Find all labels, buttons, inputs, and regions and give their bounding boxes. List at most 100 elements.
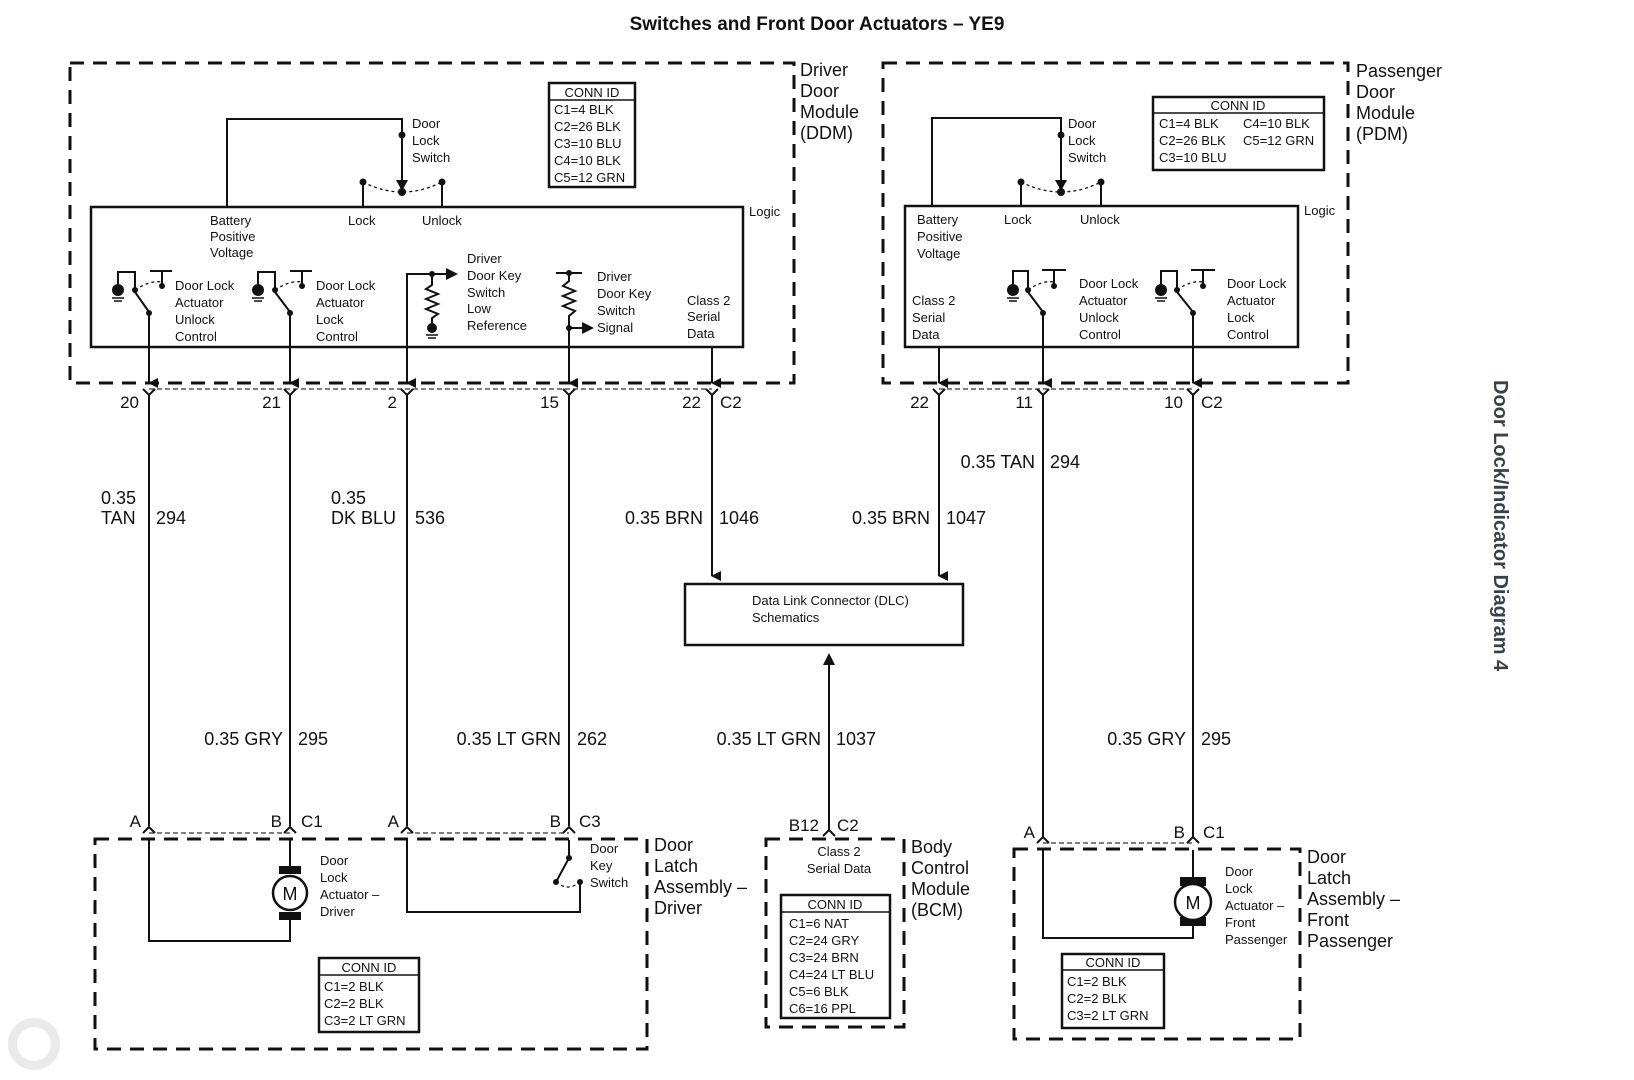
wires <box>148 395 1194 837</box>
svg-text:C4=10 BLK: C4=10 BLK <box>554 153 621 168</box>
svg-text:Door: Door <box>800 81 839 101</box>
svg-text:C2=26 BLK: C2=26 BLK <box>1159 133 1226 148</box>
pdm-lock-label: Lock <box>1004 212 1032 227</box>
svg-text:C3=10 BLU: C3=10 BLU <box>554 136 622 151</box>
svg-text:Driver: Driver <box>320 904 355 919</box>
dlc-box[interactable]: Data Link Connector (DLC) Schematics <box>683 582 965 647</box>
svg-text:Actuator –: Actuator – <box>320 887 380 902</box>
svg-text:Switch: Switch <box>597 303 635 318</box>
svg-text:Serial: Serial <box>687 309 720 324</box>
svg-text:Latch: Latch <box>654 856 698 876</box>
svg-text:C2=2 BLK: C2=2 BLK <box>324 996 384 1011</box>
svg-text:Key: Key <box>590 858 613 873</box>
ddm-conn-id-table: CONN ID C1=4 BLK C2=26 BLK C3=10 BLU C4=… <box>547 81 637 189</box>
driver-latch-conn-id-table: CONN ID C1=2 BLK C2=2 BLK C3=2 LT GRN <box>317 956 421 1034</box>
svg-text:Actuator: Actuator <box>175 295 224 310</box>
svg-text:Driver: Driver <box>467 251 502 266</box>
pin-label: 2 <box>388 393 397 412</box>
svg-text:Door: Door <box>590 841 619 856</box>
svg-text:262: 262 <box>577 729 607 749</box>
svg-text:C5=12 GRN: C5=12 GRN <box>554 170 625 185</box>
pdm-serial-data: Class 2 Serial Data <box>912 293 955 388</box>
svg-text:Door Lock: Door Lock <box>175 278 235 293</box>
svg-text:295: 295 <box>1201 729 1231 749</box>
pdm-module: Passenger Door Module (PDM) CONN ID C1=4… <box>881 61 1442 388</box>
svg-text:Body: Body <box>911 837 952 857</box>
passenger-latch-conn-id-table: CONN ID C1=2 BLK C2=2 BLK C3=2 LT GRN <box>1060 952 1166 1030</box>
svg-text:Serial: Serial <box>912 310 945 325</box>
svg-text:Driver: Driver <box>597 269 632 284</box>
svg-text:M: M <box>283 884 298 904</box>
svg-text:C2=2 BLK: C2=2 BLK <box>1067 991 1127 1006</box>
bcm-connector: B12 C2 <box>789 816 859 837</box>
svg-text:Lock: Lock <box>1225 881 1253 896</box>
ddm-module: Driver Door Module (DDM) CONN ID C1=4 BL… <box>68 60 859 388</box>
svg-text:Driver: Driver <box>654 898 702 918</box>
connector-label: C2 <box>720 393 742 412</box>
ddm-door-lock-switch: Door Lock Switch <box>226 116 450 207</box>
ddm-serial-data: Class 2 Serial Data <box>687 293 730 388</box>
driver-latch-assembly: Door Latch Assembly – Driver M Door Lock… <box>93 835 747 1051</box>
passenger-latch-name: Door Latch Assembly – Front Passenger <box>1307 847 1400 951</box>
svg-text:0.35 BRN: 0.35 BRN <box>625 508 703 528</box>
svg-text:(BCM): (BCM) <box>911 900 963 920</box>
pdm-door-lock-switch: Door Lock Switch <box>931 116 1106 206</box>
pdm-unlock-label: Unlock <box>1080 212 1120 227</box>
svg-text:Door Lock: Door Lock <box>316 278 376 293</box>
pdm-connector-c2: 22 11 10 C2 <box>910 388 1223 412</box>
svg-text:M: M <box>1186 893 1201 913</box>
svg-text:Class 2: Class 2 <box>817 844 860 859</box>
ddm-connector-c2: 20 21 2 15 22 C2 <box>120 388 742 412</box>
wire-labels-upper: 0.35 TAN 294 0.35 DK BLU 536 0.35 BRN 10… <box>101 452 1080 528</box>
ddm-unlock-label: Unlock <box>422 213 462 228</box>
svg-text:C3=24 BRN: C3=24 BRN <box>789 950 859 965</box>
pin-label: 22 <box>910 393 929 412</box>
svg-text:Actuator –: Actuator – <box>1225 898 1285 913</box>
pdm-conn-id-table: CONN ID C1=4 BLK C4=10 BLK C2=26 BLK C5=… <box>1151 95 1326 172</box>
svg-text:Battery: Battery <box>917 212 959 227</box>
svg-text:Module: Module <box>800 102 859 122</box>
svg-text:Assembly –: Assembly – <box>654 877 747 897</box>
dlc-sublabel: Schematics <box>752 610 820 625</box>
svg-text:C5=6 BLK: C5=6 BLK <box>789 984 849 999</box>
pin-label: 20 <box>120 393 139 412</box>
svg-text:Passenger: Passenger <box>1225 932 1288 947</box>
svg-text:Switch: Switch <box>1068 150 1106 165</box>
passenger-latch-assembly: Door Latch Assembly – Front Passenger M … <box>1012 847 1400 1041</box>
svg-text:1047: 1047 <box>946 508 986 528</box>
svg-text:B12: B12 <box>789 816 819 835</box>
svg-text:1037: 1037 <box>836 729 876 749</box>
svg-text:Positive: Positive <box>210 229 256 244</box>
svg-text:Door Key: Door Key <box>467 268 522 283</box>
svg-text:Battery: Battery <box>210 213 252 228</box>
svg-text:Assembly –: Assembly – <box>1307 889 1400 909</box>
svg-text:Lock: Lock <box>1068 133 1096 148</box>
svg-text:Reference: Reference <box>467 318 527 333</box>
side-label: Door Lock/Indicator Diagram 4 <box>1489 380 1511 672</box>
svg-text:Door: Door <box>412 116 441 131</box>
svg-text:1046: 1046 <box>719 508 759 528</box>
pdm-name: Passenger Door Module (PDM) <box>1356 61 1442 144</box>
svg-text:C4=10 BLK: C4=10 BLK <box>1243 116 1310 131</box>
svg-text:CONN ID: CONN ID <box>565 85 620 100</box>
svg-text:Door Lock: Door Lock <box>1079 276 1139 291</box>
watermark-logo <box>8 1018 60 1070</box>
svg-text:Lock: Lock <box>412 133 440 148</box>
svg-text:Data: Data <box>687 326 715 341</box>
svg-text:C5=12 GRN: C5=12 GRN <box>1243 133 1314 148</box>
svg-text:C2=26 BLK: C2=26 BLK <box>554 119 621 134</box>
svg-text:CONN ID: CONN ID <box>1211 98 1266 113</box>
svg-text:Actuator: Actuator <box>316 295 365 310</box>
pin-label: 11 <box>1015 393 1033 412</box>
svg-text:CONN ID: CONN ID <box>1086 955 1141 970</box>
svg-text:C3: C3 <box>579 812 601 831</box>
svg-text:0.35: 0.35 <box>101 488 136 508</box>
svg-text:0.35 TAN: 0.35 TAN <box>961 452 1035 472</box>
svg-text:C1=4 BLK: C1=4 BLK <box>554 102 614 117</box>
svg-text:Class 2: Class 2 <box>912 293 955 308</box>
ddm-key-switch-low-reference: Driver Door Key Switch Low Reference <box>406 251 527 388</box>
svg-text:Door: Door <box>1068 116 1097 131</box>
svg-text:Unlock: Unlock <box>1079 310 1119 325</box>
bcm-name: Body Control Module (BCM) <box>911 837 970 920</box>
